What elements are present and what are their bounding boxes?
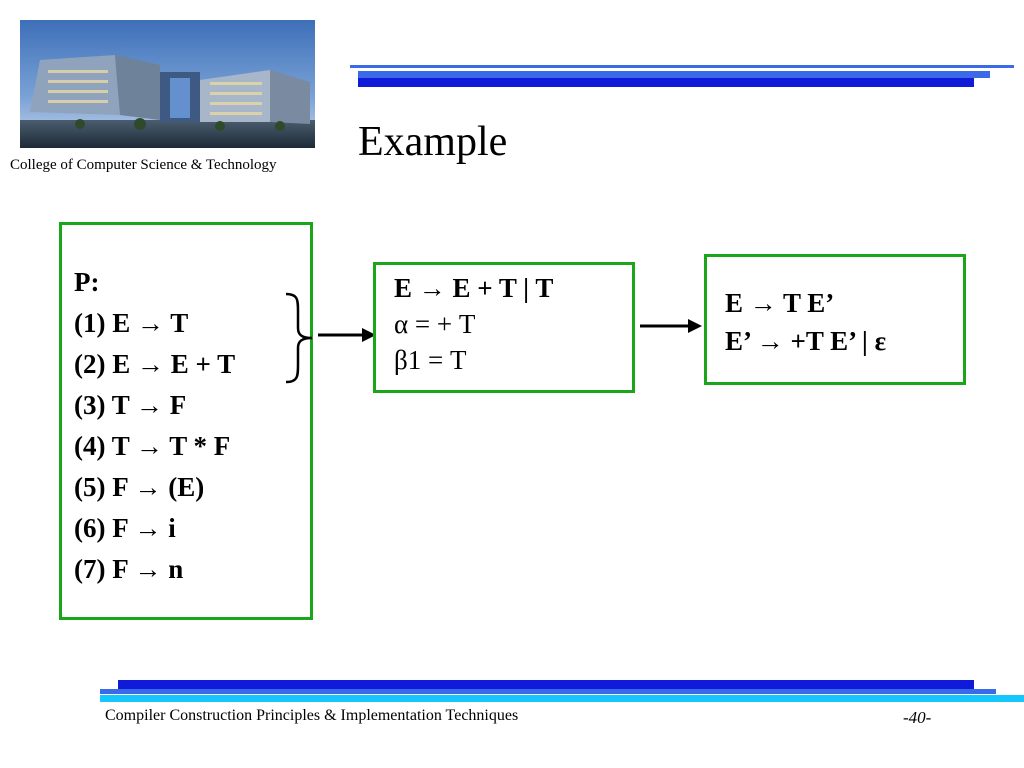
bottom-bar-cyan <box>100 695 1024 702</box>
production-5: (5) F → (E) <box>74 472 205 502</box>
left-recursion-box: E → E + T | T α = + T β1 = T <box>373 262 635 393</box>
right-arrow-icon <box>318 328 376 342</box>
production-7: (7) F → n <box>74 554 184 584</box>
top-bar-thin <box>350 65 1014 68</box>
productions-box: P: (1) E → T (2) E → E + T (3) T → F (4)… <box>59 222 313 620</box>
right-curly-brace-icon <box>285 292 313 384</box>
campus-photo <box>20 20 315 148</box>
beta-definition: β1 = T <box>394 345 467 375</box>
right-arrow-icon <box>640 319 702 333</box>
transformed-rule-1: E → T E’ <box>725 288 835 318</box>
slide-title: Example <box>358 119 508 165</box>
top-bar-dark <box>358 78 974 87</box>
bottom-bar-light <box>100 689 996 694</box>
production-3: (3) T → F <box>74 390 187 420</box>
recursive-rule: E → E + T | T <box>394 273 554 303</box>
top-bar-light <box>358 71 990 78</box>
production-6: (6) F → i <box>74 513 176 543</box>
production-2: (2) E → E + T <box>74 349 236 379</box>
productions-label: P: <box>74 267 100 297</box>
college-name: College of Computer Science & Technology <box>10 157 277 173</box>
bottom-bar-dark <box>118 680 974 689</box>
page-number: -40- <box>903 708 932 727</box>
alpha-definition: α = + T <box>394 309 476 339</box>
production-1: (1) E → T <box>74 308 189 338</box>
transformed-rules-box: E → T E’ E’ → +T E’ | ε <box>704 254 966 385</box>
footer-course-title: Compiler Construction Principles & Imple… <box>105 707 519 724</box>
transformed-rule-2: E’ → +T E’ | ε <box>725 326 887 356</box>
production-4: (4) T → T * F <box>74 431 231 461</box>
production-list: P: (1) E → T (2) E → E + T (3) T → F (4)… <box>74 262 235 590</box>
